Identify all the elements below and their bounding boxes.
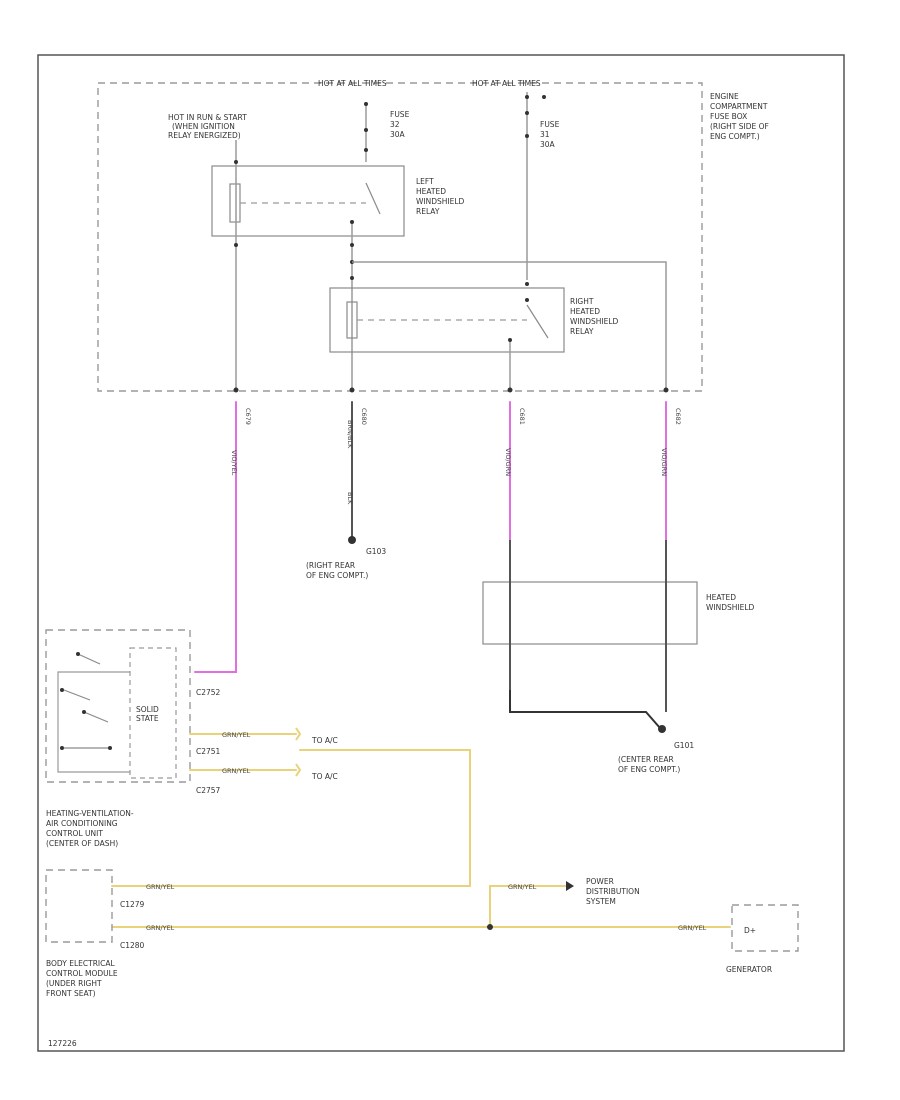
hvac-control-unit-outline <box>45 629 191 783</box>
connector-c1280: C1280 <box>120 941 145 950</box>
wire-label-grn-yel-3: GRN/YEL <box>146 883 175 891</box>
hvac-switch-a <box>77 653 101 665</box>
right-relay-box <box>329 287 565 353</box>
hvac-dot-d <box>60 746 64 750</box>
c680-dot <box>349 387 355 393</box>
generator-outline <box>731 904 799 952</box>
hvac-dot-a <box>76 652 80 656</box>
wire-label-c680: C680 <box>360 408 368 425</box>
wire-label-c682: C682 <box>674 408 682 425</box>
fuse-31-dot-b <box>542 95 546 99</box>
fuse-31-dot-d <box>525 134 529 138</box>
left-relay-box <box>211 165 405 237</box>
to-ac-label-2: TO A/C <box>311 772 338 781</box>
pds-arrow-icon <box>566 881 574 891</box>
connector-c2757: C2757 <box>196 786 221 795</box>
wire-label-vio-grn-b: VIO/GRN <box>660 448 668 476</box>
right-relay-dot-c <box>508 338 512 342</box>
hvac-dot-b <box>60 688 64 692</box>
wire-label-grn-yel-1: GRN/YEL <box>222 731 251 739</box>
hot-at-all-times-right-label: HOT AT ALL TIMES <box>472 79 541 88</box>
c681-dot <box>507 387 513 393</box>
to-ac-bracket-1 <box>295 727 302 741</box>
left-relay-dot-d <box>350 243 354 247</box>
bec-module-outline <box>45 869 113 943</box>
to-ac-label-1: TO A/C <box>311 736 338 745</box>
fuse-32-dot-b <box>364 128 368 132</box>
wire-label-c679: C679 <box>244 408 252 425</box>
fuse-31-dot-c <box>525 111 529 115</box>
left-relay-dot-a <box>234 160 238 164</box>
generator-label: GENERATOR <box>726 965 772 974</box>
solid-state-box <box>129 647 177 779</box>
fuse-31-dot <box>525 95 529 99</box>
wire-label-grn-yel-6: GRN/YEL <box>678 924 707 932</box>
heated-windshield-box <box>482 581 698 645</box>
left-relay-coil <box>229 183 241 223</box>
right-relay-dot-a <box>525 282 529 286</box>
diagram-frame <box>37 54 845 1052</box>
engine-fuse-box-outline <box>97 82 703 392</box>
wire-label-brn-blk: BRN/BLK <box>346 420 354 449</box>
yellow-wire-feed <box>111 749 471 887</box>
hvac-dot-c <box>82 710 86 714</box>
c682-dot <box>663 387 669 393</box>
c679-dot <box>233 387 239 393</box>
right-relay-switch <box>526 304 549 339</box>
windshield-ground-wire <box>509 690 661 729</box>
hot-at-all-times-left-label: HOT AT ALL TIMES <box>318 79 387 88</box>
yellow-wire-pds <box>489 885 567 928</box>
connector-c2751: C2751 <box>196 747 221 756</box>
left-relay-dot-c <box>350 220 354 224</box>
hvac-switch-b <box>63 689 91 701</box>
connector-c2752: C2752 <box>196 688 221 697</box>
fuse-32-dot <box>364 102 368 106</box>
bus-to-right-relay <box>352 261 667 390</box>
to-ac-bracket-2 <box>295 763 302 777</box>
left-relay-switch <box>365 182 381 215</box>
wire-label-grn-yel-5: GRN/YEL <box>508 883 537 891</box>
left-relay-dot-f <box>350 276 354 280</box>
wire-label-c681: C681 <box>518 408 526 425</box>
connector-c1279: C1279 <box>120 900 145 909</box>
right-relay-dot-b <box>525 298 529 302</box>
ground-g101-icon <box>658 725 666 733</box>
wire-label-blk: BLK <box>346 492 354 505</box>
generator-terminal: D+ <box>744 926 756 935</box>
splice-dot <box>487 924 493 930</box>
hvac-dot-e <box>108 746 112 750</box>
ground-g103-icon <box>348 536 356 544</box>
violet-wire-left <box>194 401 237 673</box>
wire-label-vio-grn: VIO/GRN <box>504 448 512 476</box>
wire-label-grn-yel-4: GRN/YEL <box>146 924 175 932</box>
wire-label-vio-yel: VIO/YEL <box>230 450 238 476</box>
wire-label-grn-yel-2: GRN/YEL <box>222 767 251 775</box>
hvac-switch-c <box>83 711 109 723</box>
figure-id: 127226 <box>48 1039 77 1048</box>
left-relay-dot-b <box>234 243 238 247</box>
fuse-32-dot-c <box>364 148 368 152</box>
hvac-switch-frame <box>57 671 130 773</box>
